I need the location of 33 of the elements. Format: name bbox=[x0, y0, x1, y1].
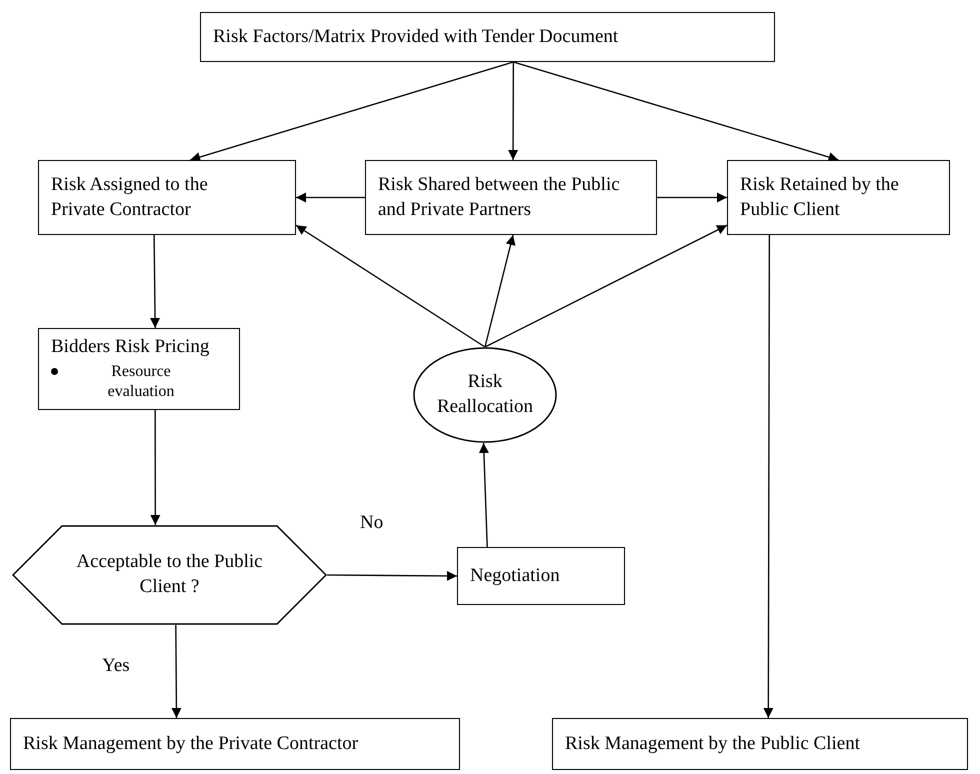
arrow bbox=[763, 235, 774, 718]
process-box bbox=[38, 328, 240, 410]
process-box bbox=[727, 160, 950, 235]
process-box bbox=[552, 718, 968, 770]
process-box bbox=[10, 718, 460, 770]
process-box bbox=[38, 160, 296, 235]
node-text: Negotiation bbox=[470, 564, 560, 588]
arrow bbox=[508, 62, 518, 160]
arrow bbox=[484, 234, 516, 348]
process-box bbox=[457, 547, 625, 605]
arrow bbox=[190, 61, 514, 162]
process-box bbox=[365, 160, 657, 235]
process-box bbox=[200, 12, 775, 62]
node-text: Bidders Risk Pricing bbox=[51, 334, 210, 359]
node-text: Risk Factors/Matrix Provided with Tender Document bbox=[213, 24, 618, 49]
arrow bbox=[150, 410, 160, 525]
node-text: Acceptable to the Public Client ? bbox=[75, 550, 264, 599]
node-text: Risk Reallocation bbox=[436, 370, 534, 419]
node-text: Risk Shared between the Public and Private Partners bbox=[378, 172, 621, 222]
arrow bbox=[484, 224, 728, 348]
node-text: Risk Management by the Public Client bbox=[565, 732, 860, 756]
node-text: Risk Assigned to the Private Contractor bbox=[51, 172, 209, 222]
arrow bbox=[478, 442, 489, 548]
arrow bbox=[296, 192, 365, 202]
node-text: Risk Management by the Private Contractor bbox=[23, 732, 358, 756]
arrow bbox=[150, 235, 160, 328]
arrow bbox=[327, 570, 457, 581]
node-text: Resource evaluation bbox=[106, 362, 176, 402]
arrow bbox=[657, 192, 727, 202]
arrow bbox=[513, 61, 839, 162]
node-text: Risk Retained by the Public Client bbox=[740, 172, 900, 222]
arrow bbox=[171, 625, 182, 718]
arrow bbox=[296, 224, 486, 348]
